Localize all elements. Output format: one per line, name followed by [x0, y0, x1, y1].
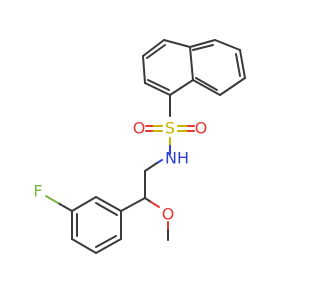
- oxygen-atom-label-left: O: [133, 119, 146, 138]
- oxygen-atom-label-right: O: [195, 119, 208, 138]
- bond-ch-phenyl: [120, 197, 146, 212]
- naphthalene-right-ring: [189, 39, 246, 96]
- fluorophenyl-ring: [71, 196, 122, 254]
- hydrogen-atom-label: H: [177, 149, 189, 168]
- sulfur-atom-label: S: [165, 119, 175, 138]
- sulfonyl-bonds: [145, 125, 195, 132]
- methoxy-oxygen-label: O: [162, 205, 175, 224]
- nitrogen-atom-label: N: [165, 149, 177, 168]
- fluorine-atom-label: F: [33, 182, 42, 201]
- naphthalene-left-ring: [142, 39, 194, 96]
- bond-c-f: [45, 195, 73, 212]
- bond-ch-o: [144, 197, 160, 208]
- molecule-structure: S O O N H O F: [33, 39, 246, 254]
- bond-n-ch2: [144, 159, 163, 172]
